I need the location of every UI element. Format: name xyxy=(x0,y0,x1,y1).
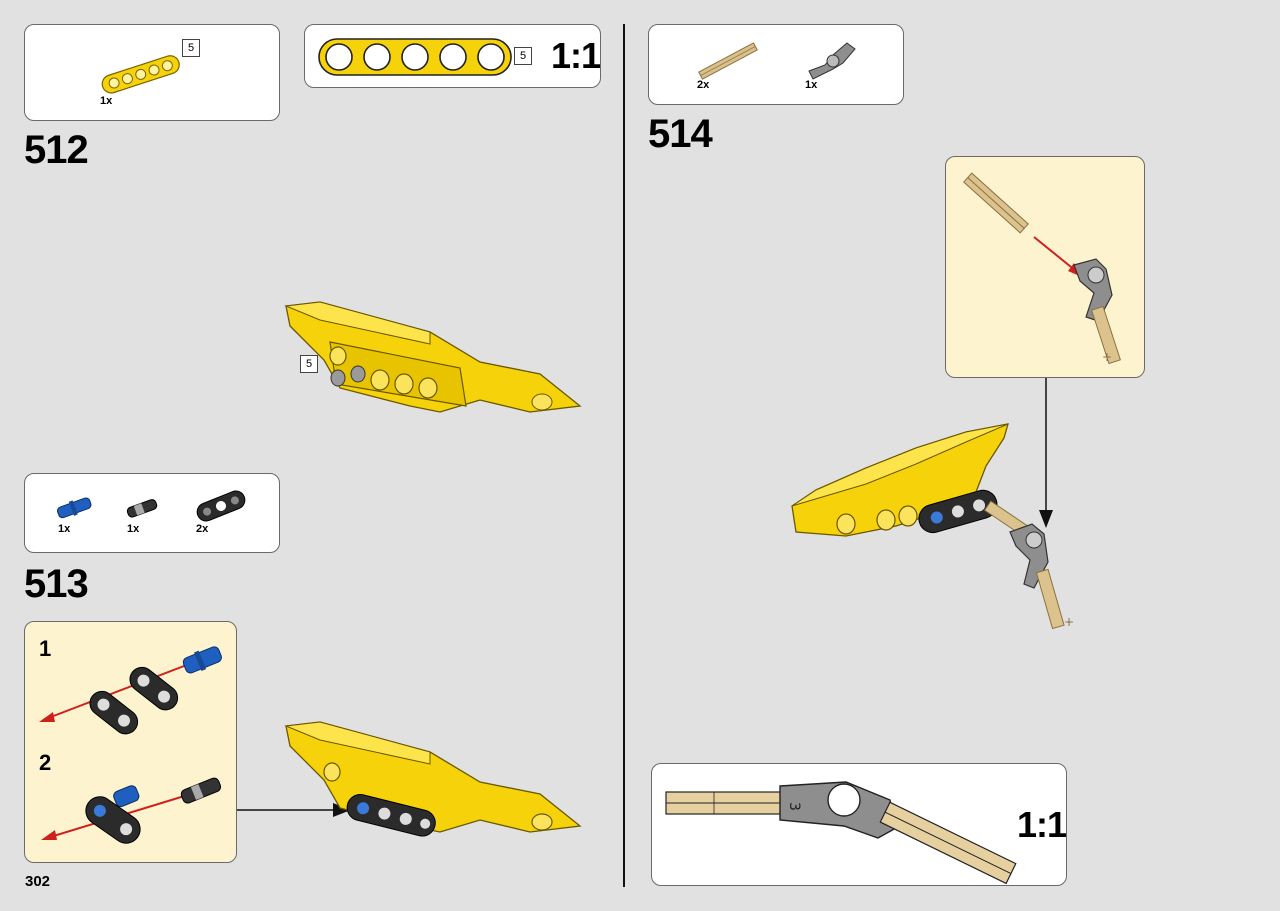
parts-list-514: 2x 1x xyxy=(648,24,904,105)
scale-label: 1:1 xyxy=(1017,804,1067,845)
yellow-arm-assembly-513-icon xyxy=(284,721,582,837)
substep-2-illustration xyxy=(41,777,222,844)
substep-1-illustration xyxy=(39,646,222,735)
parts-list-512: 1x 5 xyxy=(24,24,280,121)
tan-axle-icon xyxy=(698,42,758,80)
step-number: 514 xyxy=(648,112,713,156)
substep-number: 2 xyxy=(39,750,52,775)
yellow-beam-5-icon xyxy=(101,55,180,94)
part-qty: 1x xyxy=(127,523,140,535)
black-beam-3-icon xyxy=(196,490,246,522)
parts-list-513: 1x 1x 2x xyxy=(24,473,280,553)
scale-length-badge: 5 xyxy=(514,47,532,65)
step-number: 512 xyxy=(24,128,89,172)
scale-box-514: 3 1:1 xyxy=(651,763,1067,886)
part-qty: 2x xyxy=(697,79,710,91)
axle-connector-scale-icon: 3 xyxy=(665,781,1017,885)
sub-assembly-514: + xyxy=(945,156,1145,378)
sub-assembly-callout-arrow xyxy=(237,803,351,817)
substep-illustration: + xyxy=(963,172,1121,365)
column-divider xyxy=(623,24,625,887)
part-qty: 1x xyxy=(58,523,71,535)
sub-assembly-513: 1 2 xyxy=(24,621,237,863)
page-number: 302 xyxy=(25,873,51,890)
substep-number: 1 xyxy=(39,636,52,661)
yellow-arm-assembly-512-icon xyxy=(284,301,582,413)
part-qty: 1x xyxy=(100,95,113,107)
yellow-beam-5-scale-icon xyxy=(318,38,512,76)
black-pin-icon xyxy=(126,499,158,518)
scale-label: 1:1 xyxy=(551,35,601,76)
svg-text:+: + xyxy=(1064,615,1074,629)
blue-pin-icon xyxy=(57,497,92,519)
part-qty: 2x xyxy=(196,523,209,535)
part-qty: 1x xyxy=(805,79,818,91)
yellow-arm-assembly-514-icon: + xyxy=(791,423,1074,630)
sub-assembly-callout-arrow xyxy=(1039,378,1053,528)
svg-text:+: + xyxy=(1102,350,1112,364)
gray-angle-connector-icon xyxy=(808,42,856,80)
scale-box-512: 5 1:1 xyxy=(304,24,601,88)
callout-length-badge: 5 xyxy=(300,355,318,373)
length-badge: 5 xyxy=(182,39,200,57)
connector-mark: 3 xyxy=(786,802,802,811)
step-number: 513 xyxy=(24,562,89,606)
